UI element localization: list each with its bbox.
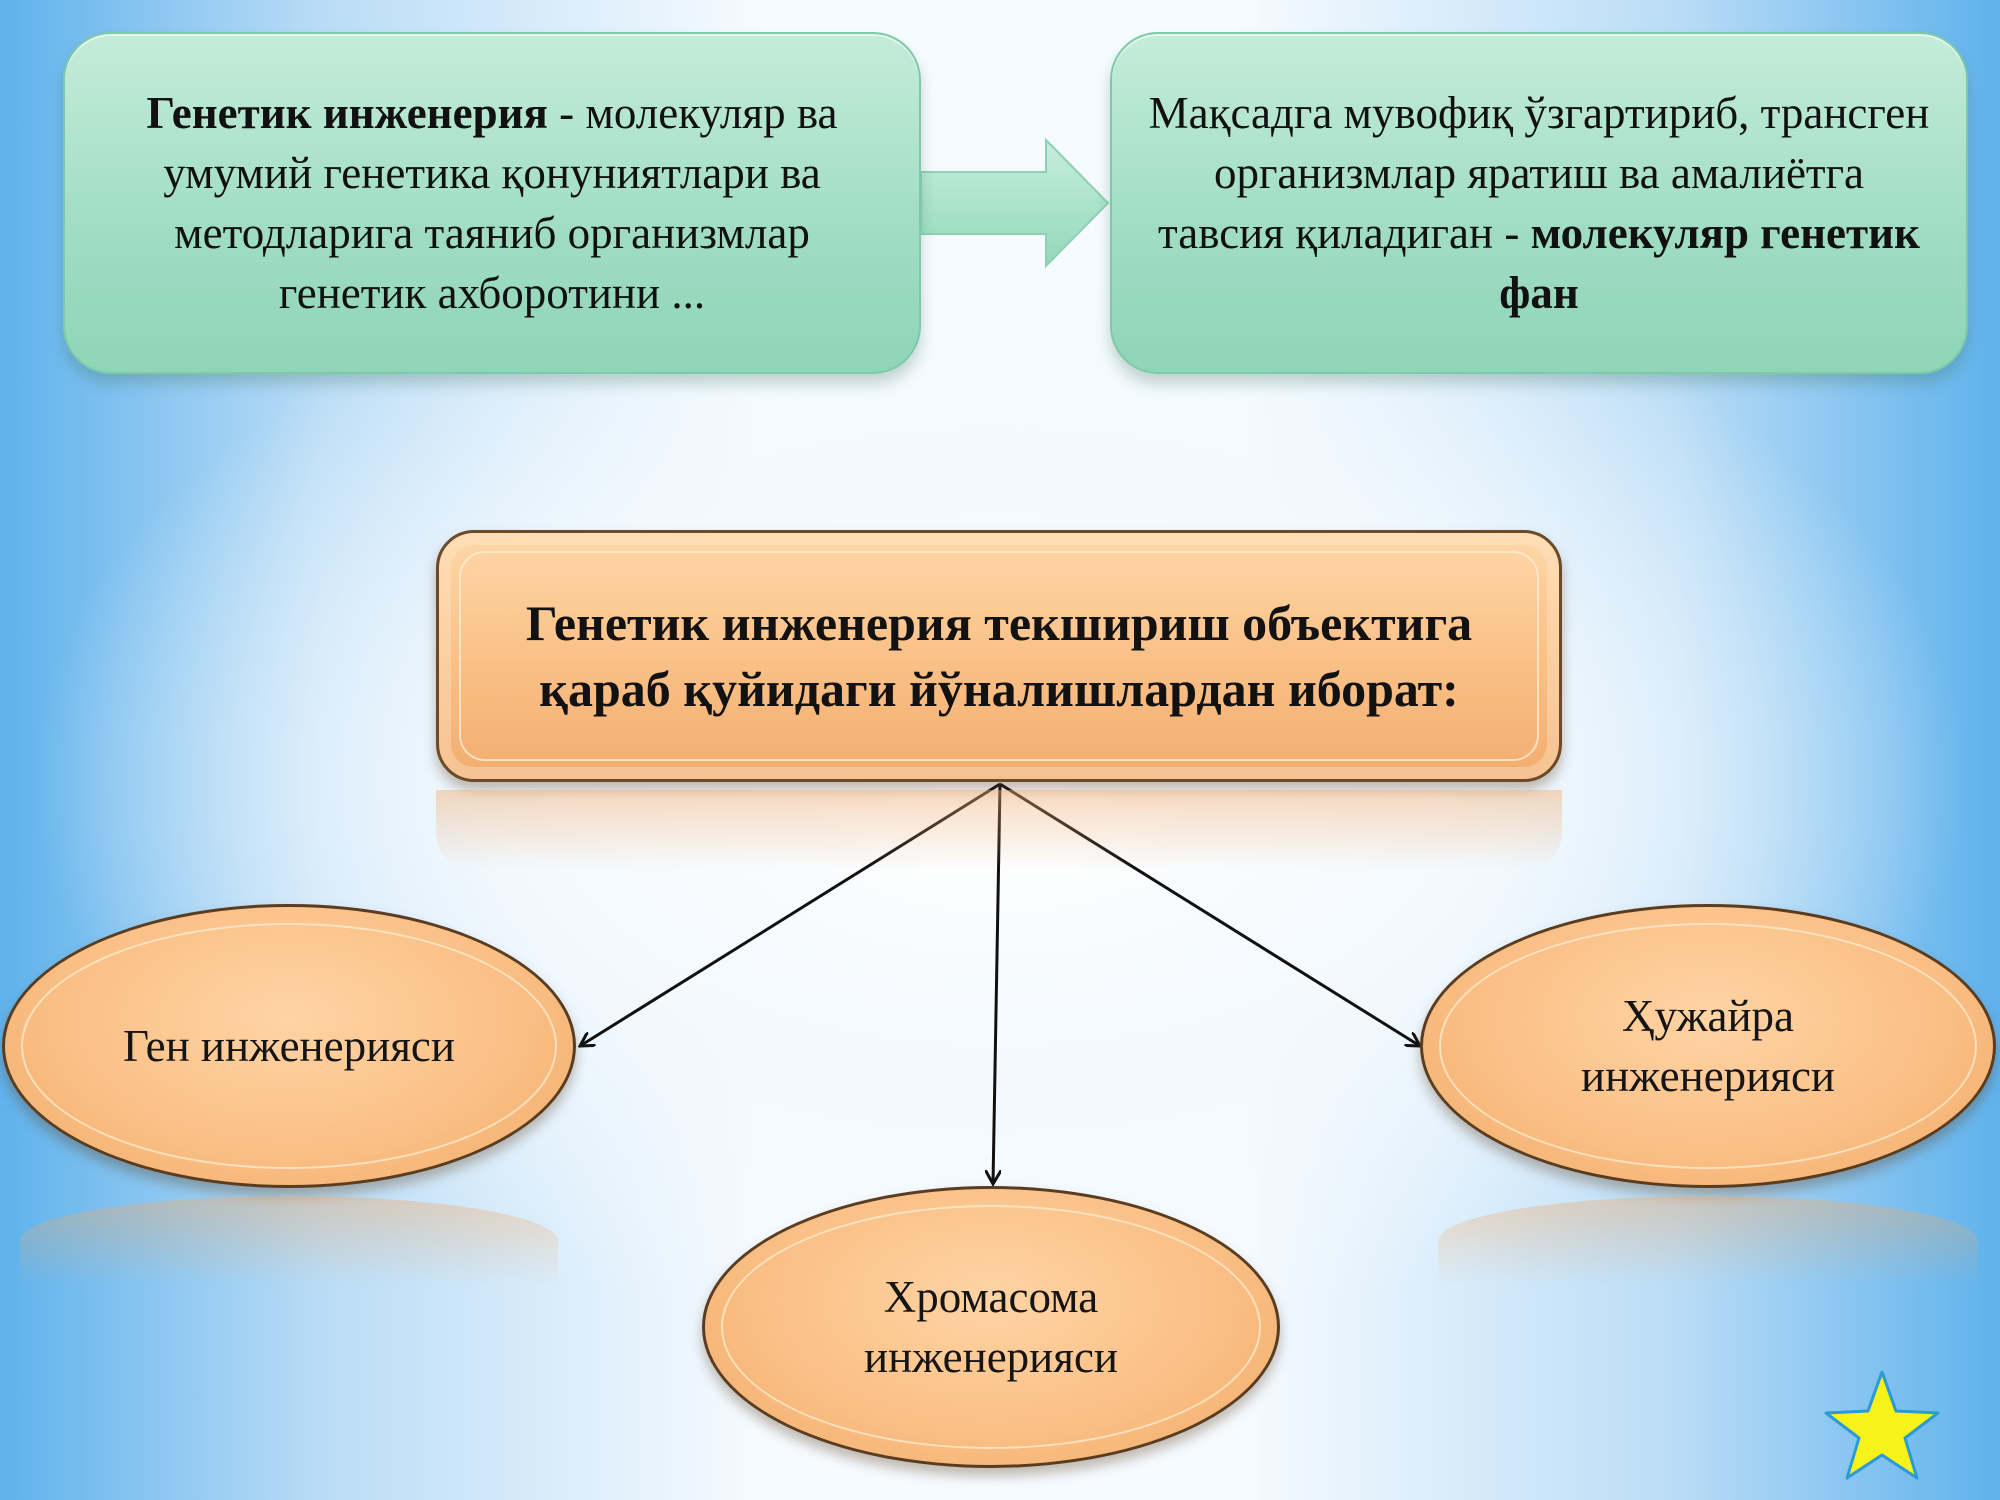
cell-engineering-node: Ҳужайра инженерияси <box>1420 904 1996 1188</box>
chromosome-engineering-node: Хромасома инженерияси <box>702 1186 1280 1468</box>
central-title-box: Генетик инженерия текшириш объектига қар… <box>436 530 1562 782</box>
definition-term: Генетик инженерия <box>146 88 548 138</box>
gene-engineering-node: Ген инженерияси <box>2 904 576 1188</box>
purpose-text: Мақсадга мувофиқ ўзгартириб, трансген ор… <box>1148 83 1930 323</box>
definition-box: Генетик инженерия - молекуляр ва умумий … <box>63 32 921 374</box>
purpose-body: Мақсадга мувофиқ ўзгартириб, трансген ор… <box>1148 88 1930 258</box>
connector-arrow <box>920 137 1110 269</box>
purpose-box: Мақсадга мувофиқ ўзгартириб, трансген ор… <box>1110 32 1968 374</box>
chromosome-engineering-label: Хромасома инженерияси <box>863 1272 1119 1382</box>
gene-engineering-label: Ген инженерияси <box>123 1021 455 1071</box>
arrow-to-chromosome <box>993 783 1002 1184</box>
arrow-to-cell <box>999 782 1420 1046</box>
central-title: Генетик инженерия текшириш объектига қар… <box>525 595 1473 717</box>
definition-text: Генетик инженерия - молекуляр ва умумий … <box>101 83 883 323</box>
definition-body: - молекуляр ва умумий генетика қонуниятл… <box>163 88 838 318</box>
purpose-term: молекуляр генетик фан <box>1499 208 1920 318</box>
arrow-to-gene <box>580 782 1001 1046</box>
star-icon[interactable] <box>1824 1370 1940 1480</box>
cell-engineering-label: Ҳужайра инженерияси <box>1580 991 1836 1101</box>
